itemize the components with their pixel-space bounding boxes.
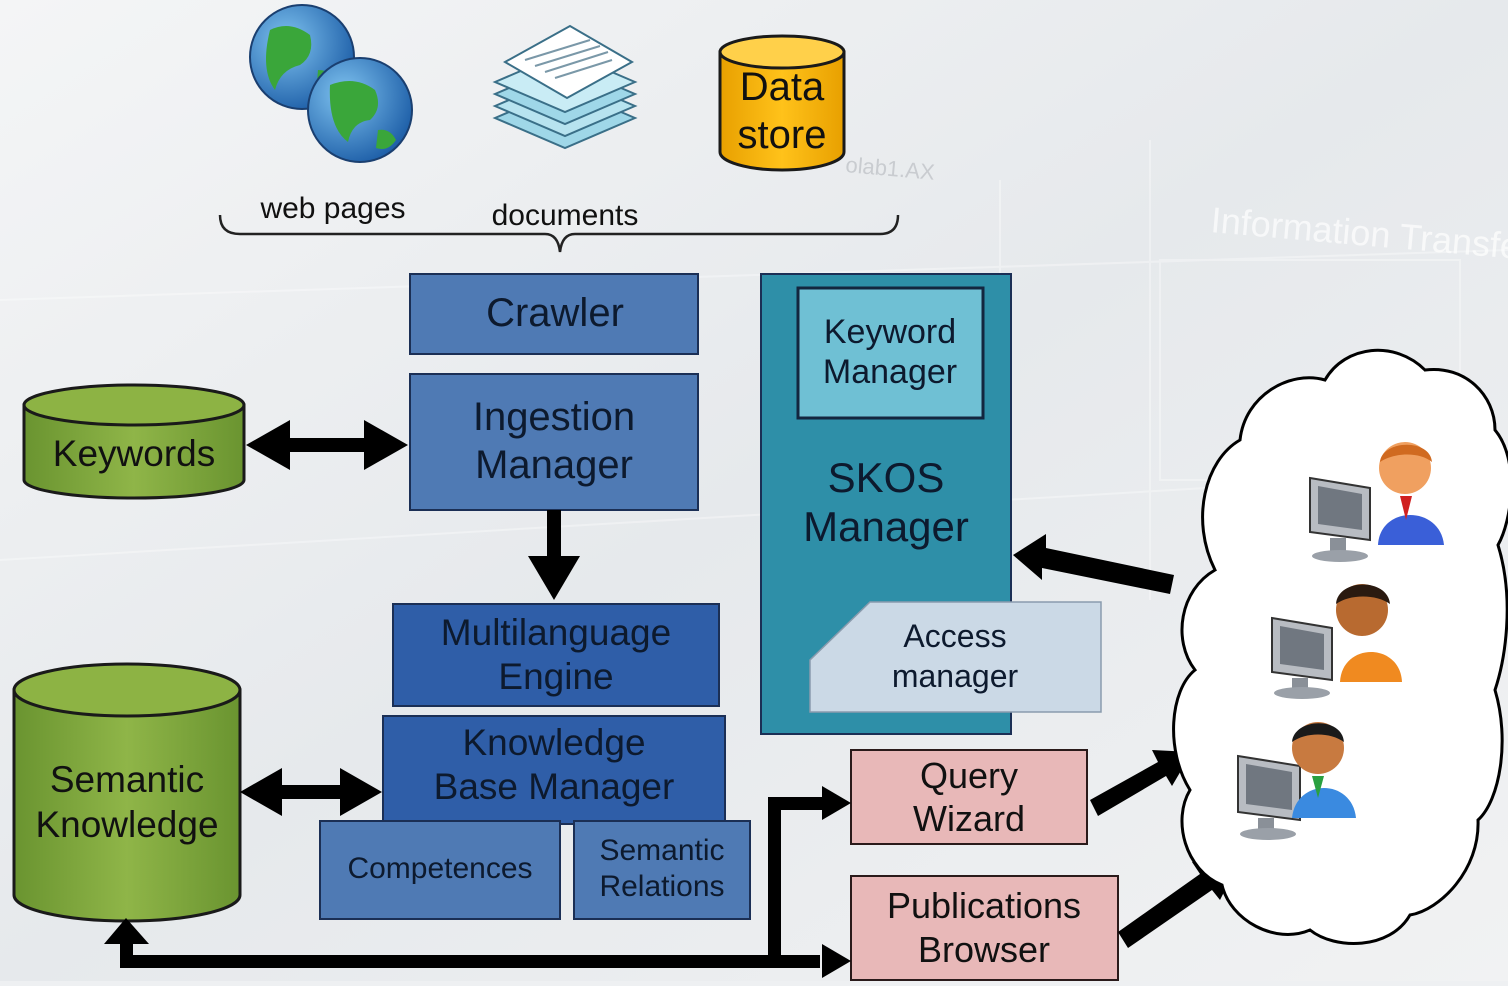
competences-label: Competences [347, 852, 532, 885]
keywords-ingestion-arrow [246, 420, 408, 470]
users-to-skos-arrow [1013, 534, 1174, 594]
publications-browser-box: Publications Browser [850, 875, 1119, 981]
ingestion-manager-label-line1: Ingestion [473, 395, 635, 439]
data-store-label-line1: Data [740, 65, 825, 109]
data-store-label-line2: store [738, 113, 827, 157]
knowledge-base-manager-label-line2: Base Manager [434, 766, 675, 807]
access-manager-box: Access manager [809, 601, 1102, 713]
semantic-knowledge-label-line2: Knowledge [35, 804, 218, 845]
access-manager-label-line2: manager [892, 658, 1019, 694]
keywords-cylinder: Keywords [22, 383, 246, 500]
multilanguage-engine-label-line1: Multilanguage [441, 612, 671, 653]
user-at-computer-icon [1309, 442, 1444, 562]
publications-browser-label-line2: Browser [918, 929, 1050, 970]
semantic-knowledge-cylinder: Semantic Knowledge [12, 662, 242, 923]
ingestion-to-multilanguage-arrow [528, 510, 580, 600]
globe-icon [249, 4, 413, 163]
documents-label: documents [492, 199, 639, 232]
multilanguage-engine-box: Multilanguage Engine [392, 603, 720, 707]
semantic-knowledge-label-line1: Semantic [50, 759, 204, 800]
semantic-knowledge-kbm-arrow [240, 768, 382, 816]
keyword-manager-label-line1: Keyword [824, 313, 956, 351]
multilanguage-engine-label-line2: Engine [498, 656, 613, 697]
semantic-relations-label-line1: Semantic [599, 834, 724, 867]
semantic-relations-label-line2: Relations [599, 870, 724, 903]
data-store-cylinder: Data store [718, 34, 846, 172]
access-manager-label-line1: Access [903, 618, 1006, 654]
keyword-manager-box [796, 286, 985, 420]
skos-manager-label-line1: SKOS [828, 454, 945, 501]
competences-box: Competences [319, 820, 561, 920]
skos-manager-label-line2: Manager [803, 503, 969, 550]
ingestion-manager-box: Ingestion Manager [409, 373, 699, 511]
query-wizard-to-users-arrow [1090, 750, 1192, 816]
keyword-manager-label-line2: Manager [823, 353, 957, 391]
semantic-relations-box: Semantic Relations [573, 820, 751, 920]
query-wizard-box: Query Wizard [850, 749, 1088, 845]
bottom-feedback-arrows [104, 786, 851, 978]
crawler-label: Crawler [486, 291, 624, 335]
ingestion-manager-label-line2: Manager [475, 443, 633, 487]
query-wizard-label-line2: Wizard [913, 798, 1025, 839]
keywords-label: Keywords [53, 433, 215, 474]
knowledge-base-manager-label-line1: Knowledge [462, 722, 645, 763]
query-wizard-label-line1: Query [920, 755, 1018, 796]
document-stack-icon [492, 24, 638, 150]
crawler-box: Crawler [409, 273, 699, 355]
publications-browser-label-line1: Publications [887, 885, 1081, 926]
user-at-computer-icon [1271, 584, 1402, 699]
sources-brace [218, 214, 900, 253]
user-at-computer-icon [1237, 722, 1356, 840]
knowledge-base-manager-box: Knowledge Base Manager [382, 715, 726, 825]
web-pages-label: web pages [259, 192, 405, 225]
publications-browser-to-users-arrow [1118, 860, 1240, 948]
